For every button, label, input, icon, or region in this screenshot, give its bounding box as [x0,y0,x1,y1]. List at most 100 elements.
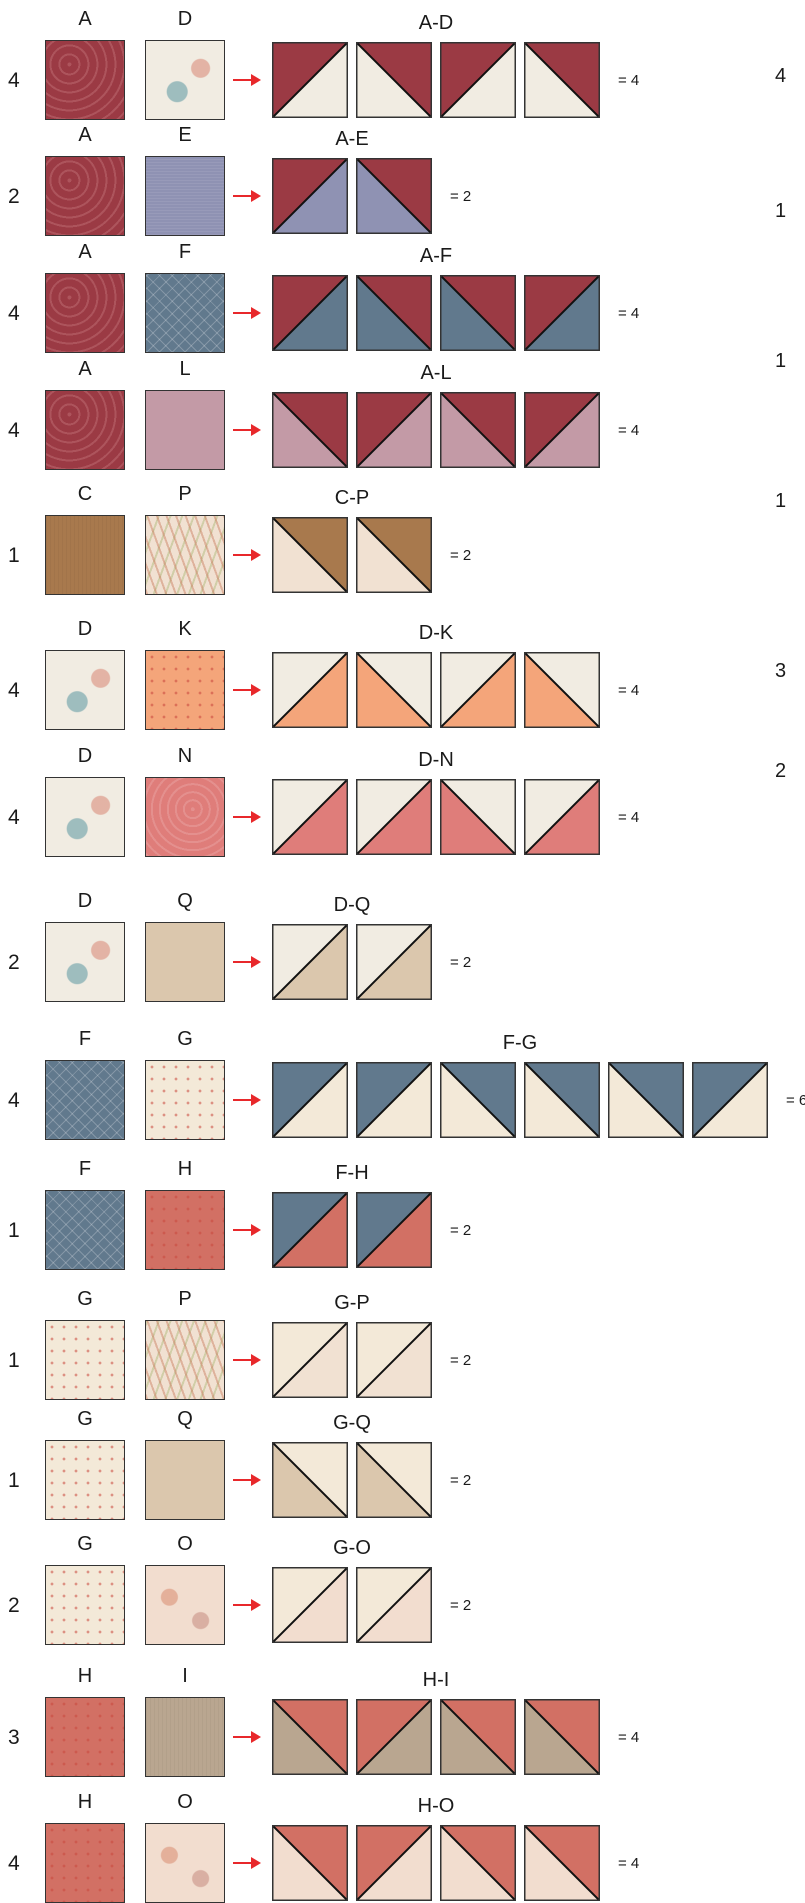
hst-pair-label: A-L [406,362,466,384]
hst-block-1 [272,1062,348,1138]
hst-block-1 [272,924,348,1000]
fabric-swatch-2 [145,273,225,353]
fabric-2-label: N [145,745,225,767]
side-count: 2 [775,760,786,782]
red-arrow-icon [232,1473,262,1487]
fabric-1-label: G [45,1408,125,1430]
fabric-1-label: A [45,241,125,263]
fabric-1-label: A [45,124,125,146]
fabric-swatch-1 [45,390,125,470]
hst-pair-label: D-K [406,622,466,644]
row-count: 1 [8,1350,20,1372]
fabric-2-label: Q [145,890,225,912]
hst-block-1 [272,42,348,118]
hst-block-2 [356,392,432,468]
fabric-1-label: F [45,1158,125,1180]
fabric-2-label: I [145,1665,225,1687]
hst-pair-label: H-I [406,1669,466,1691]
fabric-swatch-1 [45,1190,125,1270]
yield-count: = 2 [450,1595,471,1617]
red-arrow-icon [232,306,262,320]
yield-count: = 4 [618,1727,639,1749]
fabric-swatch-1 [45,1440,125,1520]
red-arrow-icon [232,423,262,437]
hst-block-4 [524,42,600,118]
yield-count: = 4 [618,303,639,325]
red-arrow-icon [232,955,262,969]
fabric-1-label: A [45,358,125,380]
fabric-1-label: C [45,483,125,505]
row-count: 1 [8,1220,20,1242]
yield-count: = 2 [450,952,471,974]
fabric-1-label: G [45,1288,125,1310]
fabric-1-label: F [45,1028,125,1050]
row-count: 3 [8,1727,20,1749]
hst-block-4 [524,1825,600,1901]
hst-block-3 [440,275,516,351]
row-count: 4 [8,303,20,325]
fabric-swatch-1 [45,1823,125,1903]
red-arrow-icon [232,1856,262,1870]
red-arrow-icon [232,189,262,203]
hst-pair-label: C-P [322,487,382,509]
fabric-swatch-2 [145,650,225,730]
fabric-swatch-2 [145,1823,225,1903]
hst-block-3 [440,1062,516,1138]
fabric-swatch-1 [45,40,125,120]
hst-block-1 [272,275,348,351]
fabric-swatch-2 [145,1697,225,1777]
hst-block-2 [356,1062,432,1138]
hst-pair-label: F-H [322,1162,382,1184]
hst-block-3 [440,392,516,468]
hst-block-2 [356,1699,432,1775]
row-count: 2 [8,952,20,974]
side-count: 1 [775,350,786,372]
fabric-swatch-2 [145,1060,225,1140]
hst-block-2 [356,42,432,118]
fabric-2-label: O [145,1533,225,1555]
fabric-1-label: A [45,8,125,30]
hst-block-2 [356,779,432,855]
fabric-2-label: F [145,241,225,263]
yield-count: = 4 [618,70,639,92]
fabric-swatch-2 [145,515,225,595]
side-count: 1 [775,200,786,222]
fabric-swatch-2 [145,1440,225,1520]
fabric-2-label: K [145,618,225,640]
hst-block-1 [272,1567,348,1643]
fabric-2-label: E [145,124,225,146]
hst-block-3 [440,1825,516,1901]
red-arrow-icon [232,1093,262,1107]
row-count: 4 [8,680,20,702]
row-count: 4 [8,807,20,829]
row-count: 1 [8,1470,20,1492]
yield-count: = 4 [618,420,639,442]
red-arrow-icon [232,683,262,697]
hst-block-1 [272,1825,348,1901]
hst-block-2 [356,517,432,593]
hst-block-2 [356,1322,432,1398]
fabric-swatch-2 [145,156,225,236]
hst-block-3 [440,1699,516,1775]
hst-block-1 [272,158,348,234]
red-arrow-icon [232,73,262,87]
row-count: 4 [8,70,20,92]
fabric-1-label: G [45,1533,125,1555]
hst-block-6 [692,1062,768,1138]
hst-pair-label: D-Q [322,894,382,916]
fabric-2-label: P [145,1288,225,1310]
hst-block-2 [356,924,432,1000]
red-arrow-icon [232,1223,262,1237]
fabric-swatch-1 [45,650,125,730]
hst-pair-label: A-F [406,245,466,267]
hst-block-4 [524,1062,600,1138]
fabric-swatch-2 [145,390,225,470]
yield-count: = 2 [450,1220,471,1242]
fabric-1-label: D [45,618,125,640]
hst-block-4 [524,779,600,855]
fabric-2-label: D [145,8,225,30]
hst-block-1 [272,779,348,855]
fabric-swatch-1 [45,515,125,595]
yield-count: = 4 [618,1853,639,1875]
